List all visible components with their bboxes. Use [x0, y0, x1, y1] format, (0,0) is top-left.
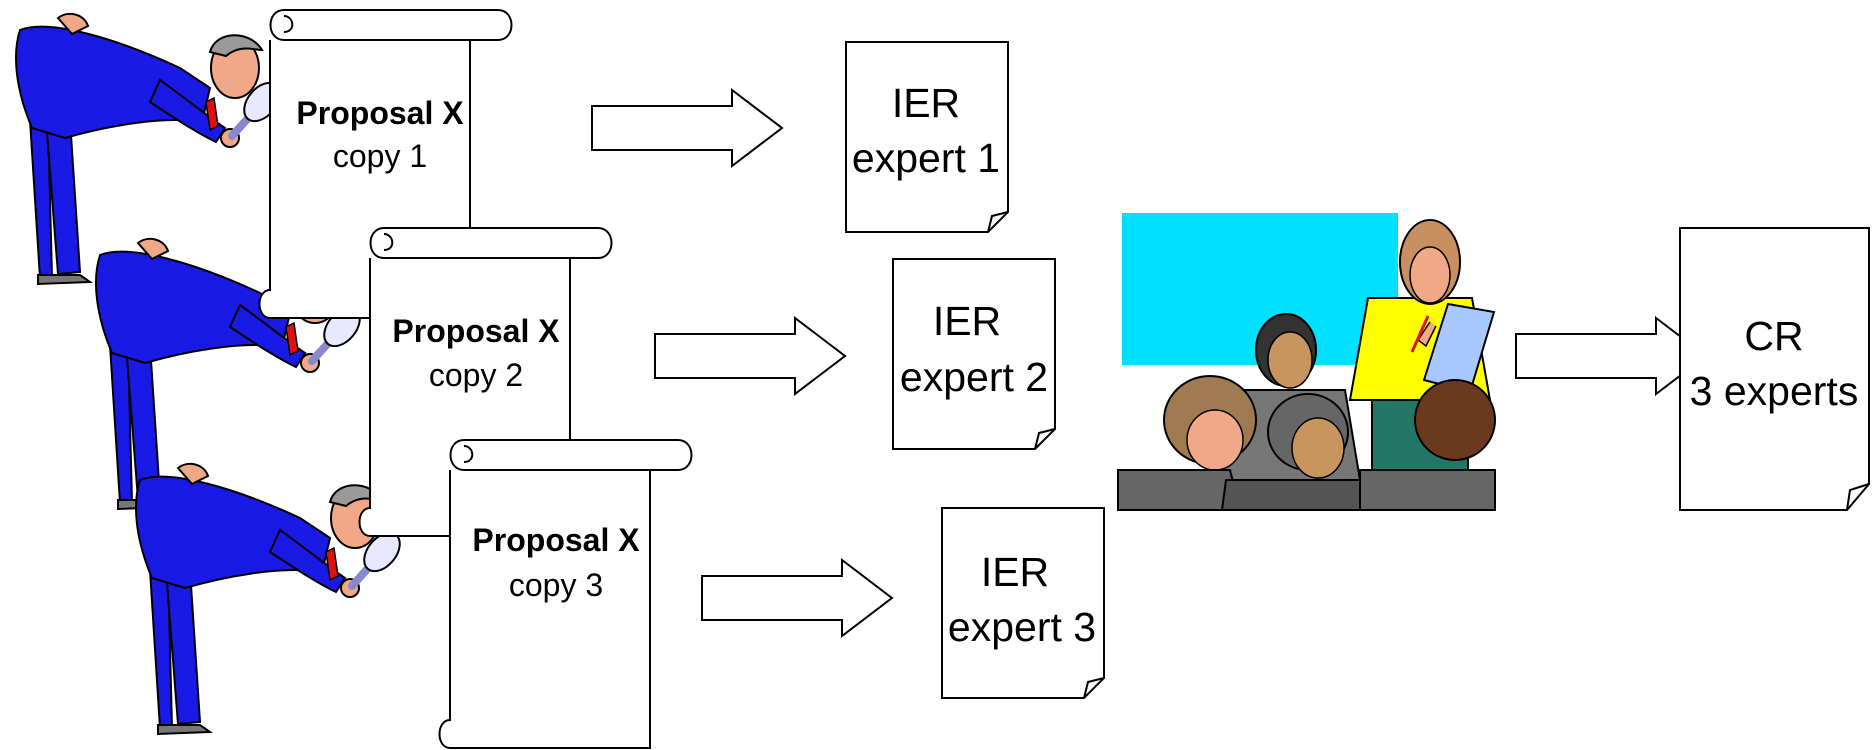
- proposal-scroll-3: Proposal X copy 3: [438, 439, 693, 749]
- ier-page-2: IER expert 2: [892, 258, 1056, 450]
- meeting-icon: [1117, 213, 1496, 511]
- cr-page: CR 3 experts: [1679, 227, 1870, 511]
- cr-label: CR: [1744, 313, 1803, 359]
- arrow-2-icon: [654, 317, 846, 395]
- ier-2-label: IER: [933, 298, 1001, 344]
- ier-2-expert: expert 2: [900, 354, 1048, 400]
- ier-3-label: IER: [981, 549, 1049, 595]
- ier-3-expert: expert 3: [948, 604, 1096, 650]
- ier-page-3: IER expert 3: [941, 507, 1105, 699]
- proposal-1-copy: copy 1: [333, 138, 427, 174]
- proposal-2-title: Proposal X: [392, 313, 560, 349]
- arrow-cr-icon: [1515, 317, 1707, 395]
- arrow-3-icon: [701, 559, 893, 637]
- page-3-icon: [941, 507, 1105, 699]
- ier-page-1: IER expert 1: [845, 41, 1009, 233]
- proposal-3-copy: copy 3: [509, 567, 603, 603]
- proposal-1-title: Proposal X: [296, 95, 464, 131]
- inspector-3-icon: [136, 464, 407, 734]
- proposal-3-title: Proposal X: [472, 522, 640, 558]
- cr-page-icon: [1679, 227, 1870, 511]
- proposal-scroll-1: Proposal X copy 1: [258, 9, 513, 319]
- proposal-2-copy: copy 2: [429, 357, 523, 393]
- ier-1-label: IER: [892, 80, 960, 126]
- proposal-scroll-2: Proposal X copy 2: [358, 227, 613, 537]
- cr-experts: 3 experts: [1690, 368, 1859, 414]
- ier-1-expert: expert 1: [852, 135, 1000, 181]
- arrow-1-icon: [591, 89, 783, 167]
